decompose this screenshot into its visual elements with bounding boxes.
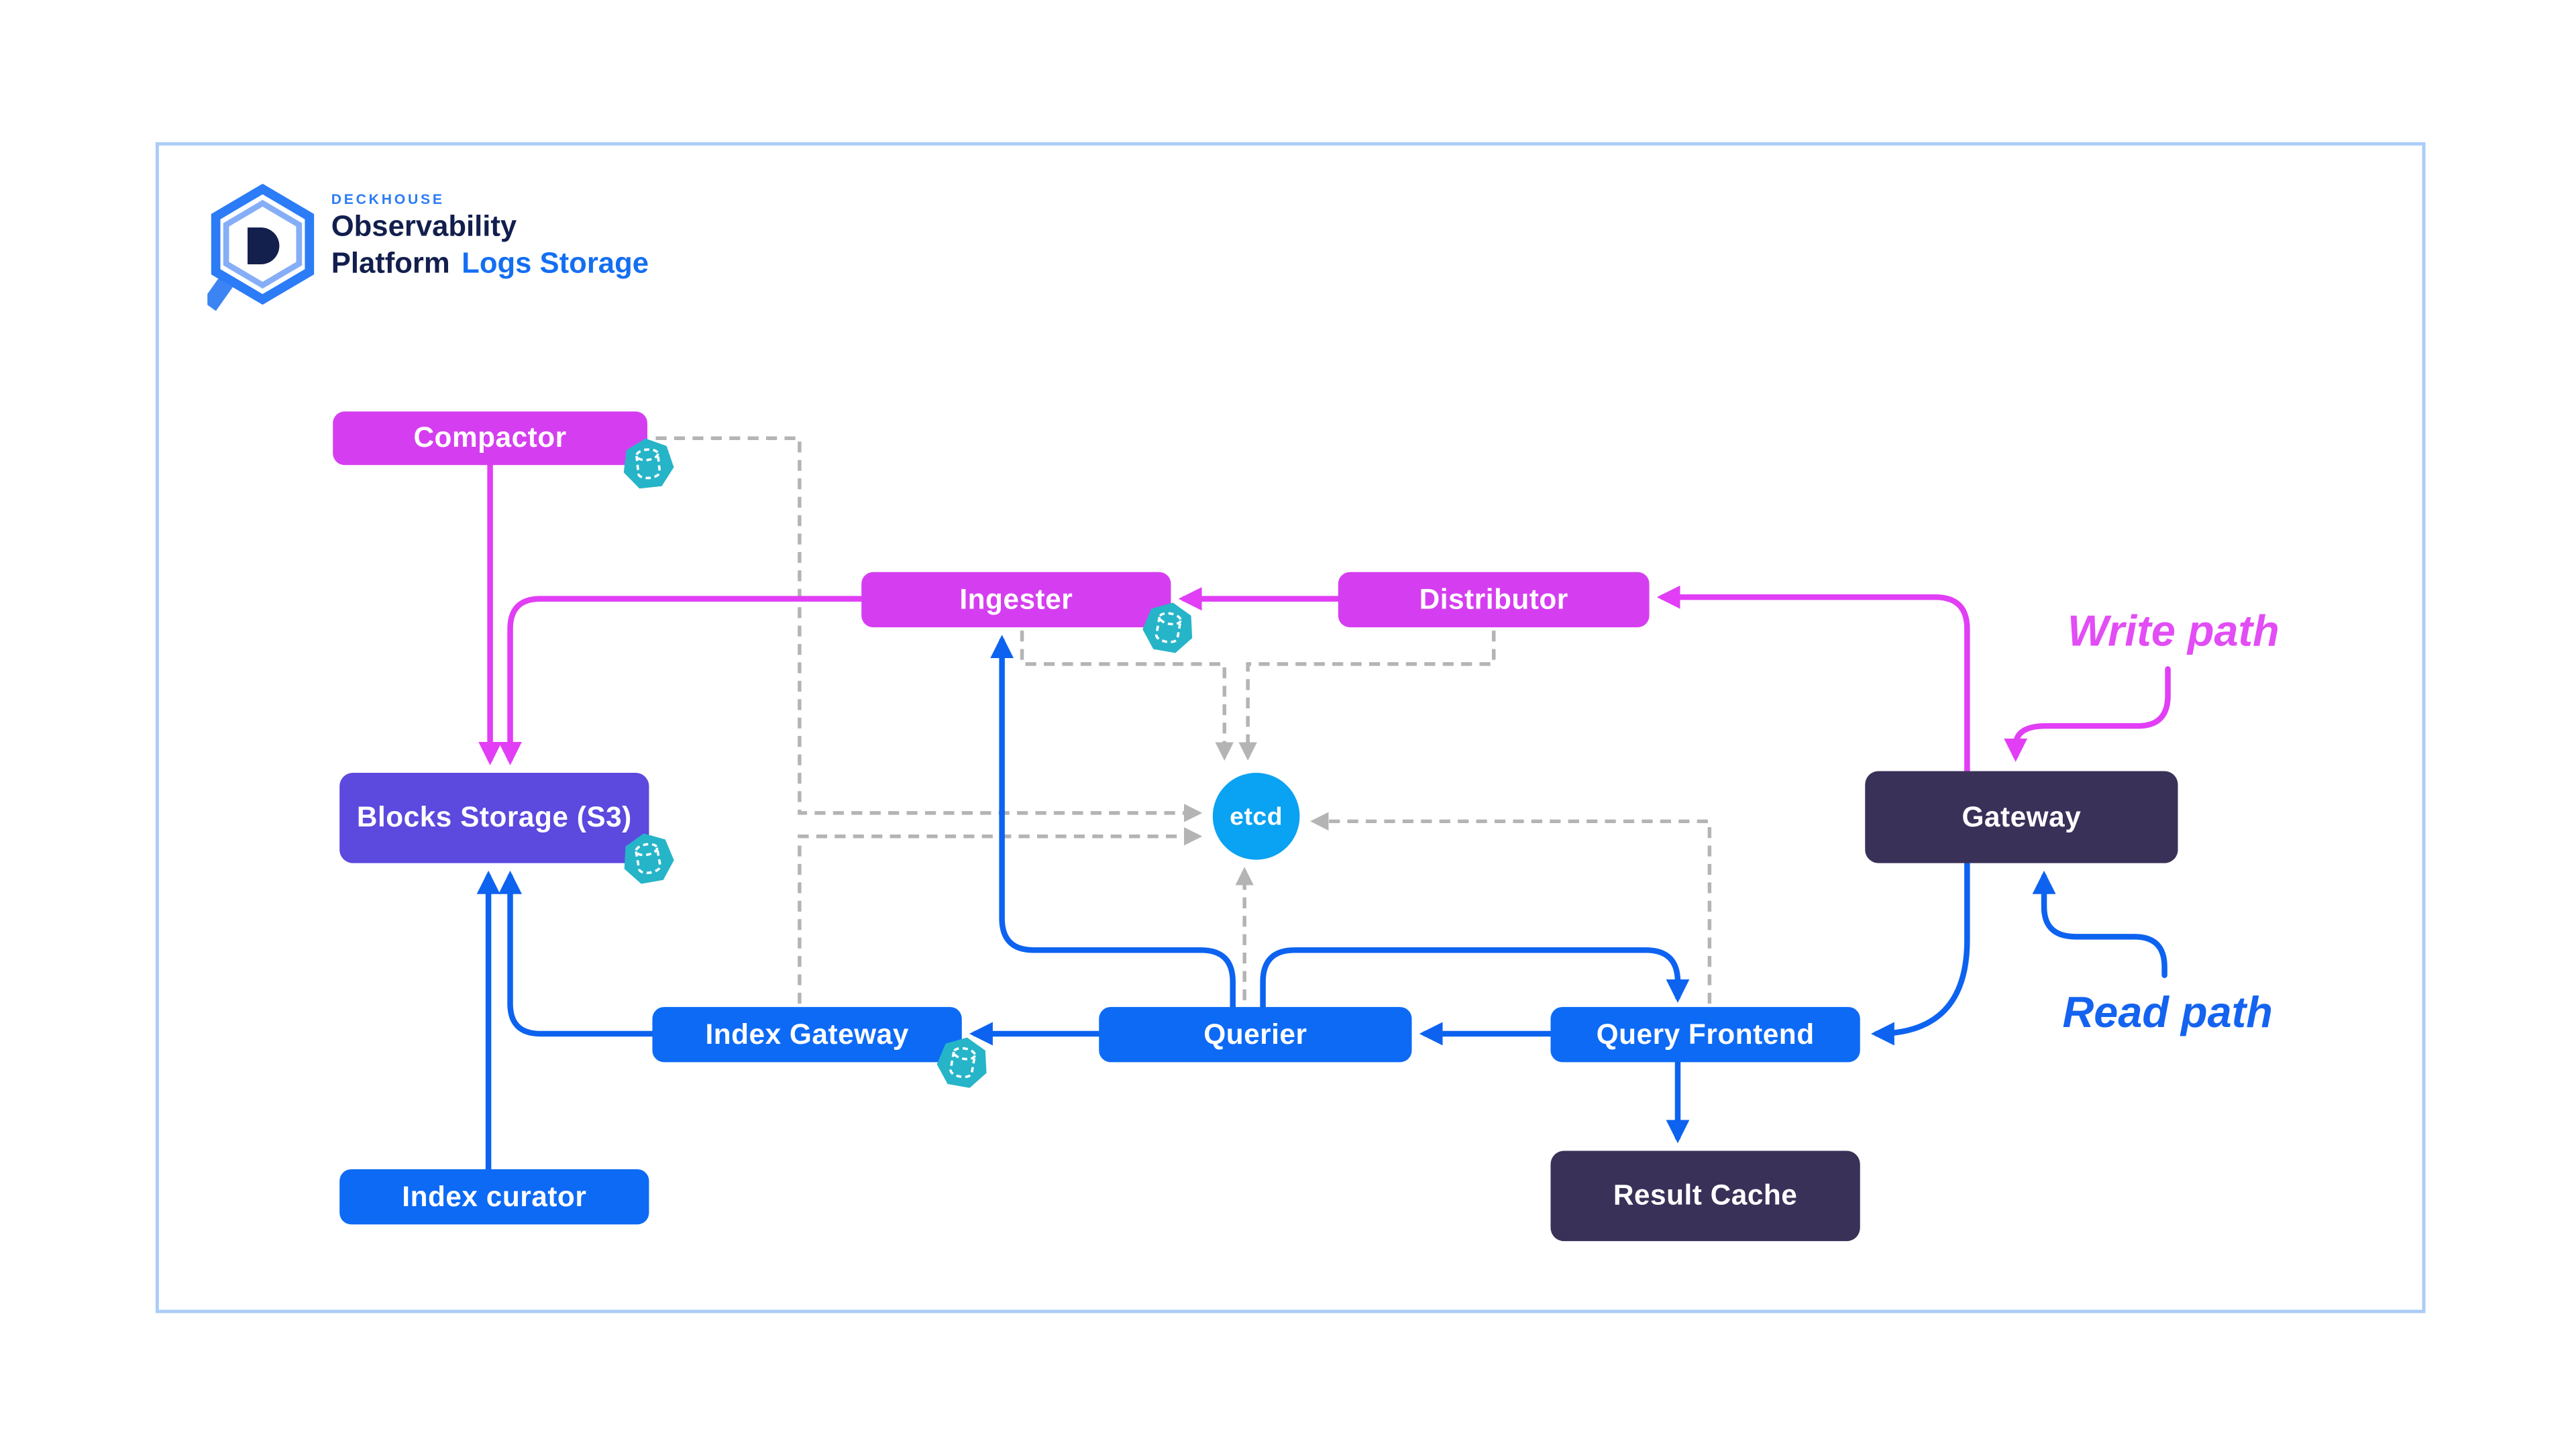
node-distributor: Distributor — [1338, 572, 1650, 628]
node-distributor-label: Distributor — [1419, 582, 1568, 615]
logo-title-line1: Observability — [331, 209, 517, 243]
diagram-frame — [155, 142, 2426, 1313]
node-gateway: Gateway — [1865, 771, 2178, 863]
read-path-label: Read path — [2062, 987, 2273, 1037]
logo-title-line2: Platform — [331, 246, 450, 280]
node-result-cache: Result Cache — [1550, 1150, 1860, 1242]
logo-letter-d — [248, 227, 280, 264]
node-index-gateway-label: Index Gateway — [705, 1018, 909, 1050]
logo-subtitle: Logs Storage — [462, 246, 649, 280]
node-index-gateway: Index Gateway — [652, 1007, 961, 1062]
node-compactor: Compactor — [333, 411, 647, 465]
write-path-label: Write path — [2067, 605, 2279, 656]
logo-brand: DECKHOUSE — [331, 191, 445, 208]
storage-icon — [618, 827, 678, 890]
node-gateway-label: Gateway — [1962, 800, 2082, 833]
logo: DECKHOUSE Observability Platform Logs St… — [207, 184, 649, 311]
node-etcd-label: etcd — [1230, 802, 1283, 831]
node-ingester-label: Ingester — [959, 582, 1073, 615]
node-blocks-storage-label: Blocks Storage (S3) — [356, 801, 632, 833]
deckhouse-logo-icon — [207, 184, 315, 311]
node-ingester: Ingester — [861, 572, 1171, 627]
node-index-curator: Index curator — [339, 1169, 649, 1225]
node-compactor-label: Compactor — [413, 421, 567, 453]
storage-icon — [619, 434, 676, 494]
node-result-cache-label: Result Cache — [1613, 1179, 1798, 1212]
node-query-frontend-label: Query Frontend — [1596, 1018, 1815, 1050]
storage-icon — [932, 1031, 993, 1094]
node-querier-label: Querier — [1203, 1018, 1307, 1050]
storage-icon — [1138, 596, 1199, 659]
node-etcd: etcd — [1212, 772, 1300, 860]
node-query-frontend: Query Frontend — [1550, 1007, 1860, 1063]
node-querier: Querier — [1099, 1007, 1412, 1063]
node-index-curator-label: Index curator — [402, 1180, 587, 1212]
node-blocks-storage: Blocks Storage (S3) — [339, 772, 649, 863]
